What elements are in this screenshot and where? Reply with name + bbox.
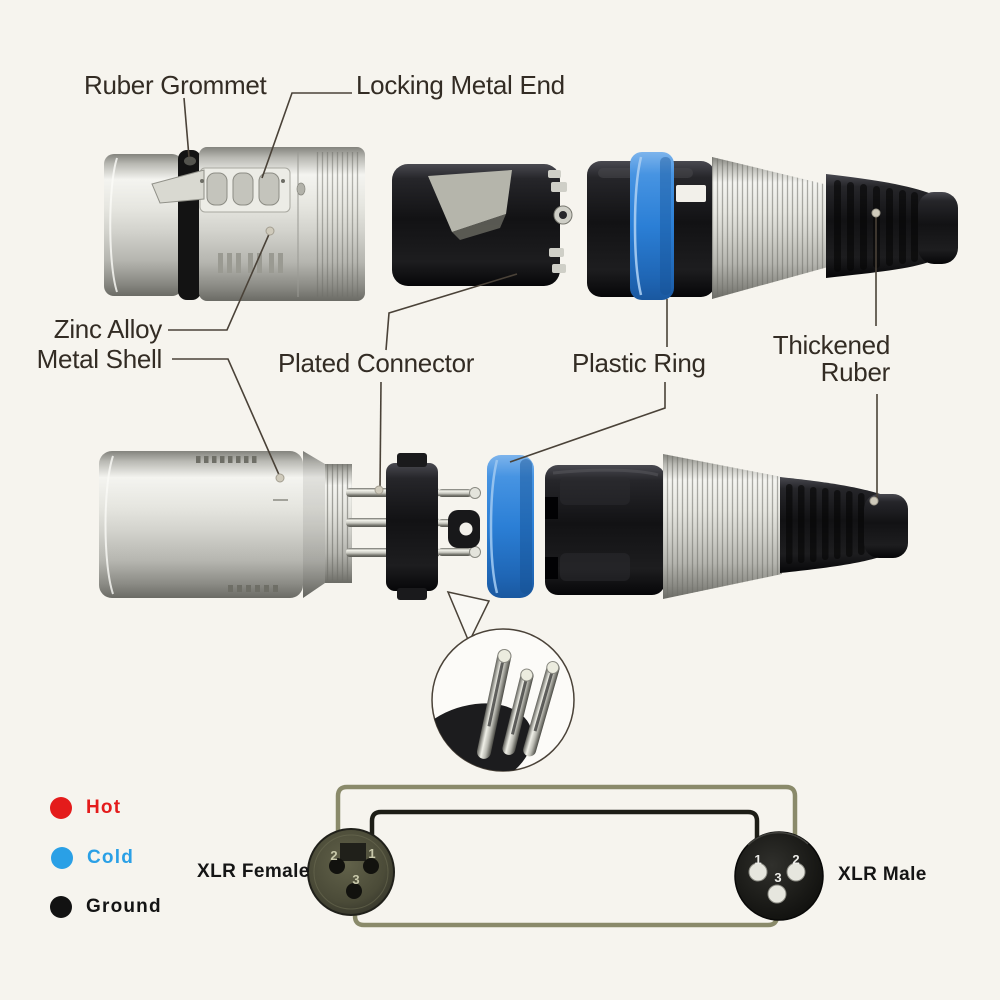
rear-housing-female xyxy=(587,152,715,300)
ground-color-dot xyxy=(50,896,72,918)
label-ruber-grommet: Ruber Grommet xyxy=(84,70,267,100)
label-zinc-alloy-metal-shell: Zinc Alloy Metal Shell xyxy=(20,314,163,374)
xlr-male-face: 1 2 3 xyxy=(734,831,824,921)
callout-dots xyxy=(265,208,881,506)
line-plastic-ring-bottom xyxy=(509,382,666,463)
label-zinc-alloy-line2: Metal Shell xyxy=(36,344,163,374)
hot-label: Hot xyxy=(86,797,122,818)
xlr-male-label: XLR Male xyxy=(838,864,927,885)
pin-magnifier xyxy=(431,590,575,772)
rear-housing-male xyxy=(545,465,665,595)
label-plastic-ring: Plastic Ring xyxy=(572,348,706,378)
label-thickened-line2: Ruber xyxy=(820,357,891,387)
female-pin3-number: 3 xyxy=(352,872,359,887)
line-ruber-grommet xyxy=(183,97,190,158)
male-pin2-number: 2 xyxy=(792,852,799,867)
plastic-ring-part-male xyxy=(487,455,534,598)
xlr-female-label: XLR Female xyxy=(197,861,310,882)
legend-item-cold: Cold xyxy=(51,847,134,869)
female-pin1-number: 1 xyxy=(368,846,375,861)
female-connector-exploded xyxy=(104,147,958,301)
plated-connector-part-female xyxy=(392,164,573,286)
wire-pin2 xyxy=(335,784,798,875)
cold-color-dot xyxy=(51,847,73,869)
cold-label: Cold xyxy=(87,847,135,868)
plated-connector-part-male xyxy=(346,453,481,600)
wire-pin3 xyxy=(352,890,780,928)
label-locking-metal-end: Locking Metal End xyxy=(356,70,565,100)
legend-item-hot: Hot xyxy=(50,797,121,819)
label-plated-connector: Plated Connector xyxy=(278,348,475,378)
line-plated-connector-bottom xyxy=(379,381,382,489)
wire-pin1 xyxy=(369,809,760,875)
wiring-diagram: 2 1 3 1 2 3 xyxy=(307,784,824,928)
knurled-cone-female xyxy=(712,157,828,299)
male-pin1-number: 1 xyxy=(754,852,761,867)
label-thickened-ruber: Thickened Ruber xyxy=(758,330,891,387)
label-thickened-line1: Thickened xyxy=(772,330,891,360)
embossed-marks xyxy=(218,253,283,273)
female-pin2-number: 2 xyxy=(330,848,337,863)
male-connector-exploded xyxy=(99,451,908,600)
knurled-cone-male xyxy=(663,454,782,599)
zinc-alloy-shell-male xyxy=(99,451,352,598)
locking-metal-end-part xyxy=(151,167,306,213)
line-locking-metal-end xyxy=(261,92,352,179)
zinc-alloy-shell-female xyxy=(104,147,365,301)
hot-color-dot xyxy=(50,797,72,819)
male-pin3-number: 3 xyxy=(774,870,781,885)
line-zinc-alloy-bottom xyxy=(172,358,281,478)
line-zinc-alloy-top xyxy=(168,231,271,331)
ground-label: Ground xyxy=(86,896,162,917)
wires xyxy=(335,784,798,928)
embossed-marks xyxy=(196,456,278,592)
callout-lines xyxy=(168,92,878,499)
thickened-rubber-boot-male xyxy=(780,477,908,573)
legend-item-ground: Ground xyxy=(50,896,162,918)
line-plated-connector-top xyxy=(385,273,518,351)
xlr-female-face: 2 1 3 xyxy=(307,828,395,916)
label-zinc-alloy-line1: Zinc Alloy xyxy=(53,314,163,344)
thickened-rubber-boot-female xyxy=(826,174,958,278)
plastic-ring-part-female xyxy=(630,152,674,300)
